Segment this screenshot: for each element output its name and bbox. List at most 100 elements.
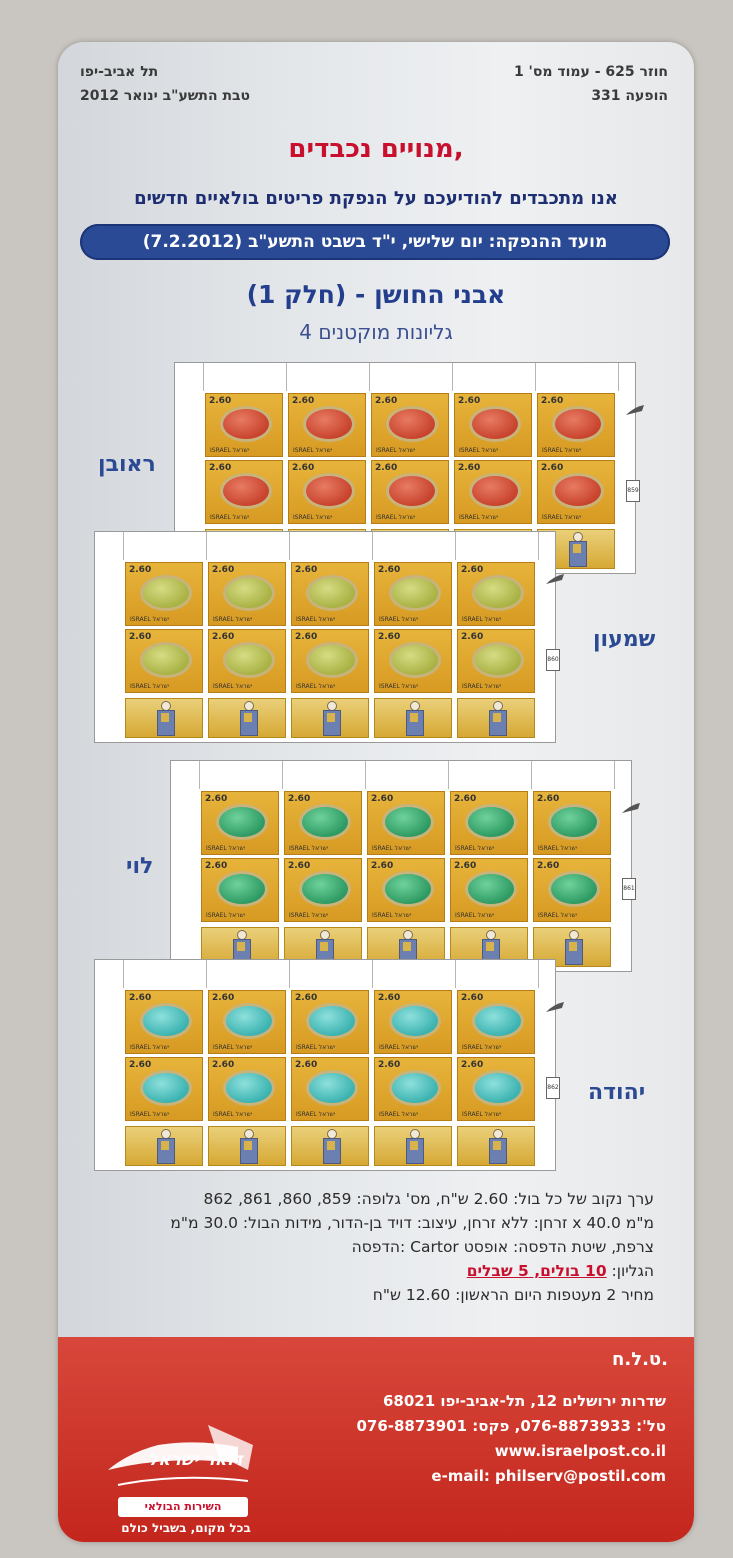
stamp-country: ISRAEL ישראל xyxy=(289,912,329,919)
gemstone-image xyxy=(299,804,351,840)
stamp-value: 2.60 xyxy=(375,463,398,473)
stamp-value: 2.60 xyxy=(295,993,318,1003)
horn-icon xyxy=(108,1425,253,1486)
high-priest-icon xyxy=(323,701,341,736)
gemstone-image xyxy=(140,575,192,611)
gemstone-image xyxy=(223,1003,275,1039)
stamp-tab xyxy=(291,698,369,738)
stamp-country: ISRAEL ישראל xyxy=(213,1111,253,1118)
perforation-line xyxy=(448,761,449,789)
stamp-country: ISRAEL ישראל xyxy=(296,616,336,623)
high-priest-icon xyxy=(565,930,583,965)
stamp-country: ISRAEL ישראל xyxy=(462,616,502,623)
footer-email[interactable]: e-mail: philserv@postil.com xyxy=(431,1467,666,1485)
perforation-line xyxy=(199,761,200,789)
perforation-line xyxy=(538,960,539,988)
stamp-value: 2.60 xyxy=(541,396,564,406)
footer-website[interactable]: www.israelpost.co.il xyxy=(494,1442,666,1460)
plate-number: 860 xyxy=(546,649,560,671)
perforation-line xyxy=(372,960,373,988)
perforation-line xyxy=(365,761,366,789)
stamp-tab xyxy=(125,698,203,738)
gemstone-image xyxy=(548,871,600,907)
stamp-country: ISRAEL ישראל xyxy=(296,1044,336,1051)
logo-name: דואר ישראל xyxy=(148,1450,243,1470)
stamp-country: ISRAEL ישראל xyxy=(376,514,416,521)
stamp-value: 2.60 xyxy=(375,396,398,406)
gemstone-image xyxy=(299,871,351,907)
gemstone-image xyxy=(382,871,434,907)
stamp-country: ISRAEL ישראל xyxy=(130,1044,170,1051)
stamp-tab xyxy=(208,698,286,738)
stamp-country: ISRAEL ישראל xyxy=(296,1111,336,1118)
perforation-line xyxy=(538,532,539,560)
stamp-country: ISRAEL ישראל xyxy=(372,912,412,919)
high-priest-icon xyxy=(489,1129,507,1164)
issue-date-banner: מועד ההנפקה: יום שלישי, י"ד בשבט התשע"ב … xyxy=(80,224,670,260)
gemstone-image xyxy=(469,406,521,442)
tribe-label: שמעון xyxy=(593,627,656,652)
gemstone-image xyxy=(389,1070,441,1106)
location: תל אביב-יפו xyxy=(80,64,159,80)
stamp-country: ISRAEL ישראל xyxy=(293,514,333,521)
gemstone-image xyxy=(303,406,355,442)
stamp-value: 2.60 xyxy=(541,463,564,473)
stamp-value: 2.60 xyxy=(461,632,484,642)
high-priest-icon xyxy=(406,1129,424,1164)
stamp-value: 2.60 xyxy=(212,1060,235,1070)
gemstone-image xyxy=(386,406,438,442)
gemstone-image xyxy=(472,575,524,611)
stamp-tab xyxy=(125,1126,203,1166)
stamp-country: ISRAEL ישראל xyxy=(542,514,582,521)
perforation-line xyxy=(203,363,204,391)
tribe-label: לוי xyxy=(126,854,154,879)
stamp-value: 2.60 xyxy=(288,794,311,804)
perforation-line xyxy=(286,363,287,391)
gemstone-image xyxy=(469,473,521,509)
gemstone-image xyxy=(223,575,275,611)
stamp-tab xyxy=(374,1126,452,1166)
stamp-country: ISRAEL ישראל xyxy=(379,1111,419,1118)
high-priest-icon xyxy=(233,930,251,965)
high-priest-icon xyxy=(157,1129,175,1164)
stamp-value: 2.60 xyxy=(129,565,152,575)
plate-number: 861 xyxy=(622,878,636,900)
high-priest-icon xyxy=(240,701,258,736)
sheet-composition: 10 בולים, 5 שבלים xyxy=(466,1262,607,1280)
gemstone-image xyxy=(465,871,517,907)
perforation-line xyxy=(455,532,456,560)
issue-number: הופעה 331 xyxy=(591,88,668,104)
gemstone-image xyxy=(306,1003,358,1039)
post-logo-icon xyxy=(620,799,642,819)
stamp-country: ISRAEL ישראל xyxy=(296,683,336,690)
stamp-country: ISRAEL ישראל xyxy=(462,1044,502,1051)
gemstone-image xyxy=(389,575,441,611)
stamp-country: ISRAEL ישראל xyxy=(379,1044,419,1051)
sheet-label: הגליון: xyxy=(606,1262,654,1280)
perforation-line xyxy=(289,960,290,988)
perforation-line xyxy=(535,363,536,391)
stamp-value: 2.60 xyxy=(205,861,228,871)
page-subtitle: 4 גליונות מוקטנים xyxy=(299,320,453,344)
stamp-value: 2.60 xyxy=(205,794,228,804)
perforation-line xyxy=(123,960,124,988)
stamp-value: 2.60 xyxy=(537,794,560,804)
perforation-line xyxy=(206,960,207,988)
stamp-tab xyxy=(208,1126,286,1166)
perforation-line xyxy=(123,532,124,560)
